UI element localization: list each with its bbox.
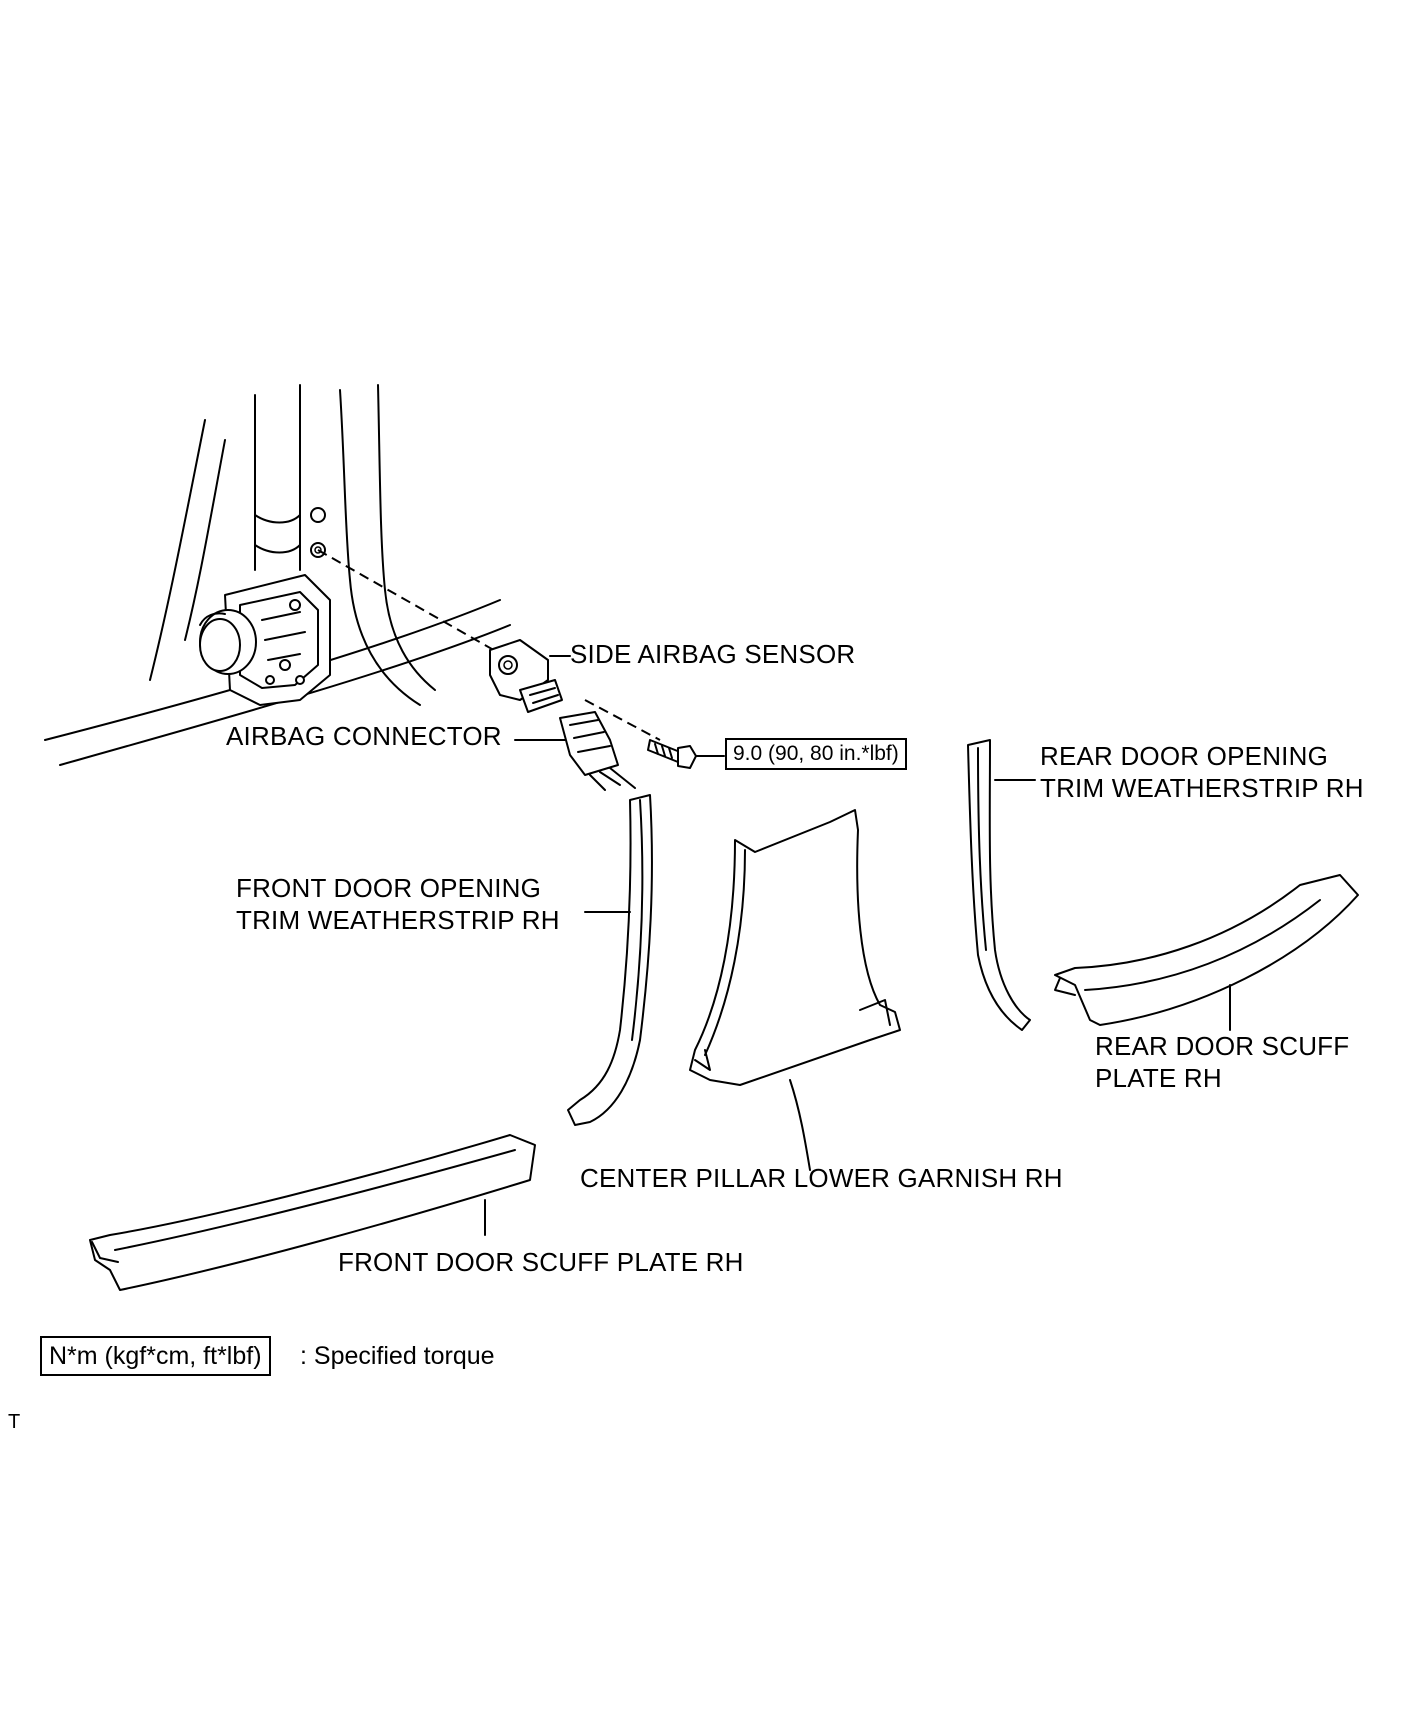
legend-unit-box: N*m (kgf*cm, ft*lbf) (40, 1336, 271, 1376)
label-rear-door-scuff-2: PLATE RH (1095, 1063, 1222, 1093)
label-front-door-weatherstrip-2: TRIM WEATHERSTRIP RH (236, 905, 560, 935)
torque-spec-box: 9.0 (90, 80 in.*lbf) (725, 738, 907, 770)
rear-door-scuff-plate-part (1054, 874, 1359, 1026)
label-rear-door-weatherstrip-1: REAR DOOR OPENING (1040, 741, 1328, 771)
install-path-bolt (584, 699, 661, 741)
side-airbag-sensor-part (489, 639, 563, 713)
label-side-airbag-sensor: SIDE AIRBAG SENSOR (570, 639, 856, 669)
bolt-part (647, 739, 697, 769)
label-center-pillar-garnish: CENTER PILLAR LOWER GARNISH RH (580, 1163, 1063, 1193)
airbag-connector-part (559, 711, 636, 791)
rear-door-weatherstrip-part (967, 739, 1031, 1031)
label-rear-door-scuff-1: REAR DOOR SCUFF (1095, 1031, 1350, 1061)
label-airbag-connector: AIRBAG CONNECTOR (226, 721, 502, 751)
center-pillar-garnish-part (689, 809, 901, 1086)
legend-description: : Specified torque (300, 1342, 495, 1370)
vehicle-body-pillar (44, 384, 511, 766)
front-door-scuff-plate-part (89, 1134, 536, 1291)
label-rear-door-weatherstrip-2: TRIM WEATHERSTRIP RH (1040, 773, 1364, 803)
leader-center-pillar-garnish (789, 1079, 811, 1171)
install-path-sensor (317, 549, 521, 666)
label-front-door-scuff: FRONT DOOR SCUFF PLATE RH (338, 1247, 744, 1277)
label-front-door-weatherstrip-1: FRONT DOOR OPENING (236, 873, 542, 903)
corner-mark: T (8, 1411, 21, 1433)
front-door-weatherstrip-part (567, 794, 653, 1126)
